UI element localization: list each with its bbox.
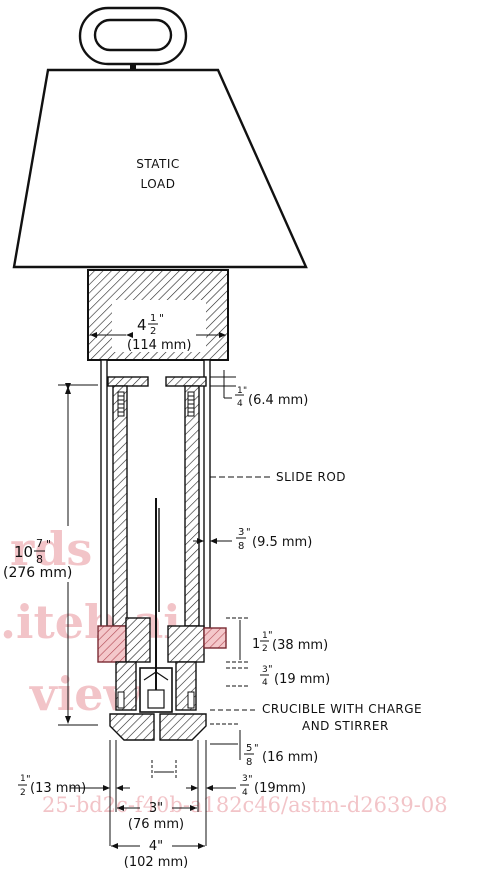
outer-width-metric: (102 mm) bbox=[124, 855, 188, 870]
load-block bbox=[87, 269, 229, 361]
right-quarter-unit: " bbox=[248, 774, 253, 785]
rod-diameter-dimension: 3 8 " (9.5 mm) bbox=[193, 527, 312, 552]
inner-width-value: 3" bbox=[149, 801, 163, 816]
right-quarter-den: 4 bbox=[242, 788, 248, 798]
right-quarter-num: 3 bbox=[242, 774, 248, 784]
base bbox=[109, 713, 207, 741]
height-metric: (276 mm) bbox=[3, 565, 72, 581]
height-den: 8 bbox=[36, 553, 43, 566]
collar bbox=[97, 617, 227, 663]
gap-num: 3 bbox=[262, 665, 268, 675]
base-height-metric: (16 mm) bbox=[262, 750, 318, 765]
cylinder-walls bbox=[112, 385, 200, 627]
crucible bbox=[115, 612, 197, 713]
height-dimension: 10 7 8 " (276 mm) bbox=[3, 383, 98, 726]
right-quarter-metric: (19mm) bbox=[254, 781, 306, 796]
stirrer-rod bbox=[155, 498, 160, 612]
left-half-unit: " bbox=[26, 774, 31, 785]
gap-den: 4 bbox=[262, 678, 268, 688]
crucible-callout: CRUCIBLE WITH CHARGE AND STIRRER bbox=[210, 702, 422, 733]
block-width-unit: " bbox=[159, 312, 164, 325]
base-height-unit: " bbox=[254, 743, 259, 754]
outer-width-value: 4" bbox=[149, 839, 163, 854]
rod-diameter-num: 3 bbox=[238, 527, 244, 538]
collar-metric: (38 mm) bbox=[272, 638, 328, 653]
gap-dimension: 3 4 " (19 mm) bbox=[226, 664, 330, 688]
base-height-dimension: 5 8 " (16 mm) bbox=[210, 723, 318, 768]
height-num: 7 bbox=[36, 537, 43, 550]
inner-width-metric: (76 mm) bbox=[128, 817, 184, 832]
gap-metric: (19 mm) bbox=[274, 672, 330, 687]
rod-diameter-den: 8 bbox=[238, 541, 244, 552]
block-width-whole: 4 bbox=[137, 316, 147, 334]
gap-unit: " bbox=[268, 664, 273, 675]
lower-dimensions: 1 2 " (13 mm) 3 4 " (19mm) 3" (76 mm) 4"… bbox=[18, 740, 306, 870]
cap-thickness-metric: (6.4 mm) bbox=[248, 393, 308, 408]
load-label-line-2: LOAD bbox=[141, 177, 176, 191]
rod-diameter-unit: " bbox=[246, 527, 251, 538]
base-height-den: 8 bbox=[246, 757, 252, 768]
crucible-label-line-1: CRUCIBLE WITH CHARGE bbox=[262, 702, 422, 716]
cap-thickness-num: 1 bbox=[237, 386, 243, 396]
collar-unit: " bbox=[268, 630, 273, 641]
crucible-label-line-2: AND STIRRER bbox=[302, 719, 389, 733]
height-whole: 10 bbox=[14, 543, 33, 561]
watermark-line-1: rds bbox=[10, 522, 92, 576]
block-width-den: 2 bbox=[150, 326, 156, 337]
slide-rod-callout: SLIDE ROD bbox=[210, 470, 346, 484]
collar-den: 2 bbox=[262, 644, 268, 654]
left-half-num: 1 bbox=[20, 774, 26, 784]
load-handle bbox=[78, 6, 188, 70]
static-load-weight: STATIC LOAD bbox=[12, 68, 308, 269]
cap-plates bbox=[107, 376, 207, 387]
watermark-line-2: .iteh.ai bbox=[0, 595, 181, 649]
load-label-line-1: STATIC bbox=[136, 157, 180, 171]
height-unit: " bbox=[46, 538, 51, 551]
collar-dimension: 1 1 2 " (38 mm) bbox=[226, 617, 328, 663]
slide-rod-label: SLIDE ROD bbox=[276, 470, 346, 484]
left-half-den: 2 bbox=[20, 788, 26, 798]
left-half-metric: (13 mm) bbox=[30, 781, 86, 796]
base-height-num: 5 bbox=[246, 743, 252, 754]
cap-thickness-unit: " bbox=[243, 386, 247, 396]
collar-num: 1 bbox=[262, 631, 268, 641]
cap-thickness-dimension: 1 4 " (6.4 mm) bbox=[210, 370, 308, 409]
block-width-num: 1 bbox=[150, 313, 156, 324]
cap-thickness-den: 4 bbox=[237, 399, 243, 409]
block-width-metric: (114 mm) bbox=[127, 338, 191, 353]
rod-diameter-metric: (9.5 mm) bbox=[252, 535, 312, 550]
collar-whole: 1 bbox=[252, 637, 260, 652]
block-width-dimension: 4 1 2 " (114 mm) bbox=[90, 312, 226, 353]
